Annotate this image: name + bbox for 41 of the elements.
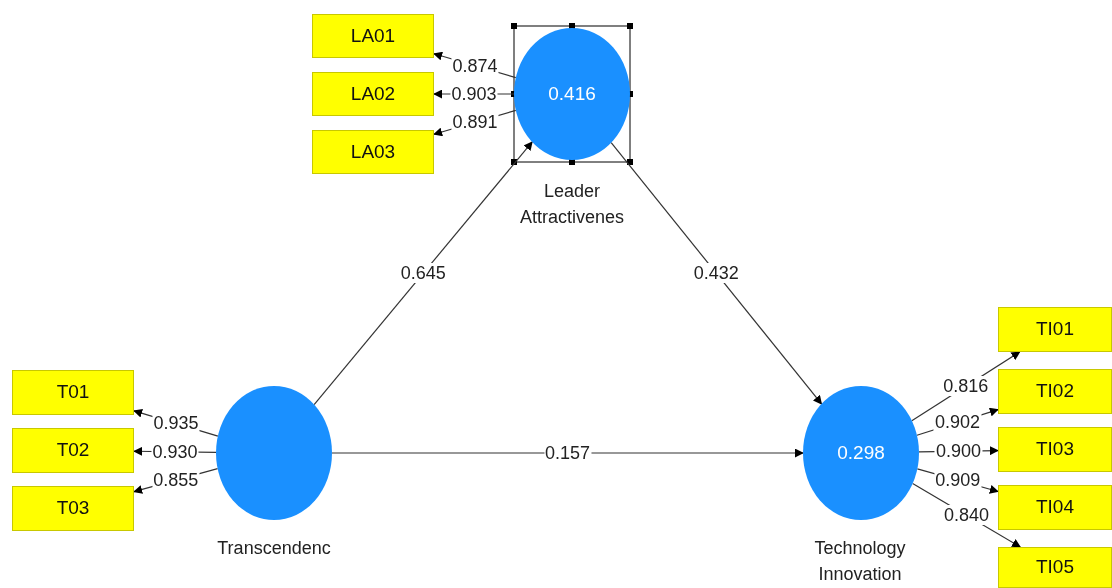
latent-variable-circle <box>514 28 630 160</box>
arrow <box>313 141 533 406</box>
indicator-label: T03 <box>56 496 90 521</box>
indicator-box <box>998 427 1112 472</box>
indicator-box <box>998 485 1112 530</box>
edge-label: 0.891 <box>451 112 499 133</box>
indicator-box <box>12 428 134 473</box>
indicator-label: LA02 <box>350 81 396 106</box>
indicator-label: TI03 <box>1036 437 1074 462</box>
indicator-label: T01 <box>56 380 90 405</box>
edge-label: 0.874 <box>451 55 499 76</box>
arrow <box>331 448 804 458</box>
edge-label: 0.816 <box>942 376 990 397</box>
indicator-label: LA01 <box>350 23 396 48</box>
indicator-label: TI04 <box>1036 495 1074 520</box>
construct-name: Transcendenc <box>216 537 332 560</box>
edge-label: 0.840 <box>942 505 990 526</box>
indicator-label: T02 <box>56 438 90 463</box>
indicator-label: TI05 <box>1036 555 1074 580</box>
indicator-box <box>312 14 434 58</box>
construct-name: Leader Attractivenes <box>518 180 625 229</box>
construct-name: Technology Innovation <box>813 537 907 586</box>
indicator-box <box>998 307 1112 352</box>
edge-label: 0.935 <box>152 413 200 434</box>
r-squared-value: 0.416 <box>548 81 596 106</box>
indicator-label: TI02 <box>1036 379 1074 404</box>
edge-label: 0.909 <box>934 470 982 491</box>
indicator-label: TI01 <box>1036 317 1074 342</box>
edge-label: 0.855 <box>152 470 200 491</box>
edge-label: 0.902 <box>933 412 981 433</box>
r-squared-value: 0.298 <box>837 440 885 465</box>
indicator-box <box>312 72 434 116</box>
indicator-box <box>998 369 1112 414</box>
indicator-box <box>312 130 434 174</box>
indicator-box <box>12 486 134 531</box>
edge-label: 0.645 <box>399 263 447 284</box>
indicator-box <box>998 547 1112 588</box>
indicator-label: LA03 <box>350 139 396 164</box>
arrow <box>610 142 823 405</box>
indicator-box <box>12 370 134 415</box>
edge-label: 0.432 <box>692 263 740 284</box>
